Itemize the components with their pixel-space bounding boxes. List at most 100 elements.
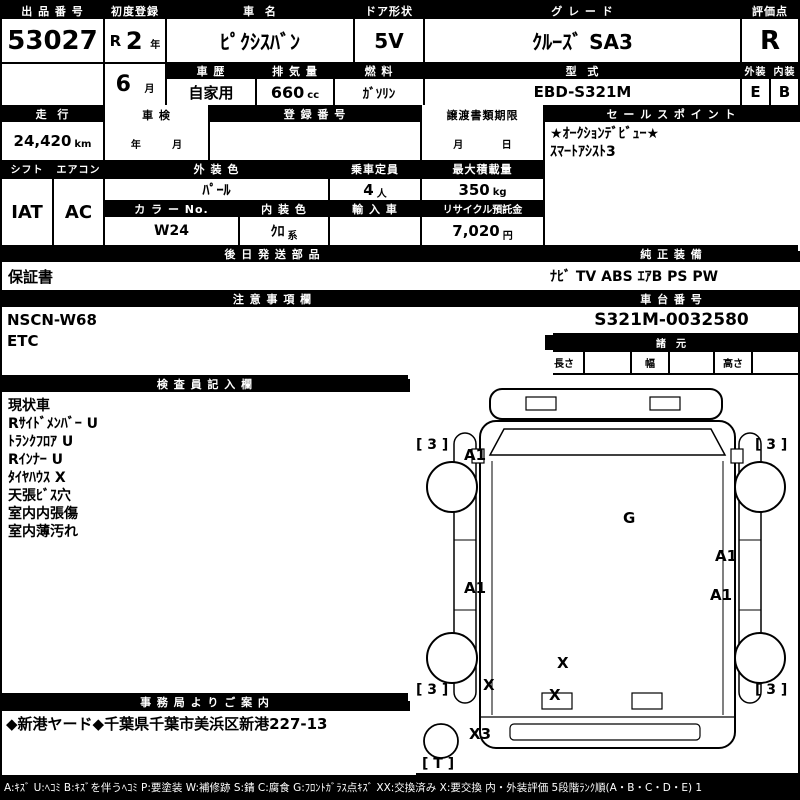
- import-label: 輸 入 車: [330, 200, 420, 217]
- exterior-score-label: 外装: [742, 62, 769, 79]
- fuel-value: ｶﾞｿﾘﾝ: [362, 86, 396, 102]
- shaken-month-unit: 月: [172, 140, 183, 151]
- fuel-cell: ｶﾞｿﾘﾝ: [335, 79, 423, 105]
- color-no-label: カ ラ ー No.: [105, 200, 238, 217]
- damage-mark: X: [557, 654, 569, 672]
- displacement-label: 排 気 量: [257, 62, 333, 79]
- displacement-cell: 660 cc: [257, 79, 333, 105]
- inspector-line: ﾄﾗﾝｸﾌﾛｱ U: [8, 434, 74, 450]
- shaken-cell: 車 検 年 月: [105, 105, 208, 160]
- score-value: R: [759, 25, 781, 56]
- model-value: EBD-S321M: [533, 83, 632, 101]
- later-shipping-label: 後 日 発 送 部 品: [2, 245, 543, 262]
- aircon-cell: AC: [54, 179, 103, 245]
- width-value-cell: [670, 352, 713, 373]
- first-reg-year-cell: R 2 年: [105, 19, 165, 62]
- height-label-cell: 高さ: [715, 352, 751, 373]
- capacity-value: 4: [363, 180, 374, 199]
- tire-mark: [ 3 ]: [416, 682, 449, 698]
- inspector-line: 現状車: [8, 398, 50, 414]
- history-cell: 自家用: [167, 79, 255, 105]
- aircon-value: AC: [64, 201, 93, 223]
- length-value-cell: [585, 352, 630, 373]
- auction-no-empty-cell: [2, 64, 103, 105]
- sales-point-line: ★ｵｰｸｼｮﾝﾃﾞﾋﾞｭｰ★: [550, 126, 660, 142]
- auction-no-value: 53027: [7, 25, 98, 56]
- later-shipping-cell: 保証書: [2, 262, 549, 290]
- exterior-color-label: 外 装 色: [105, 160, 328, 177]
- inspector-line: 室内内張傷: [8, 506, 78, 522]
- interior-color-label: 内 装 色: [240, 200, 328, 217]
- reg-no-cell: [210, 122, 420, 160]
- shift-label: シフト: [2, 160, 52, 177]
- damage-mark: X: [483, 676, 495, 694]
- damage-mark: A1: [710, 586, 733, 604]
- legend-text: A:ｷｽﾞ U:ﾍｺﾐ B:ｷｽﾞを伴うﾍｺﾐ P:要塗装 W:補修跡 S:錆 …: [4, 782, 703, 794]
- first-reg-year: 2: [125, 26, 143, 55]
- auction-no-cell: 53027: [2, 19, 103, 62]
- car-name-label: 車 名: [167, 2, 353, 19]
- tire-mark: [ 3 ]: [416, 437, 449, 453]
- first-reg-label: 初度登録: [105, 2, 165, 19]
- import-cell: [330, 217, 420, 245]
- office-value: ◆新港ヤード◆千葉県千葉市美浜区新港227-13: [6, 715, 328, 733]
- tire-mark: [ 3 ]: [755, 682, 788, 698]
- caution-line: NSCN-W68: [7, 311, 97, 329]
- model-cell: EBD-S321M: [425, 79, 740, 105]
- chassis-no-cell: S321M-0032580: [545, 307, 798, 333]
- shaken-label: 車 検: [142, 109, 171, 122]
- grade-label: グ レ ー ド: [425, 2, 740, 19]
- recycle-cell: 7,020 円: [422, 217, 543, 245]
- capacity-label: 乗車定員: [330, 160, 420, 177]
- aircon-label: エアコン: [54, 160, 103, 177]
- car-name-value: ﾋﾟｸｼｽﾊﾞﾝ: [220, 30, 300, 54]
- door-shape-cell: 5V: [355, 19, 423, 62]
- office-label: 事 務 局 よ り ご 案 内: [2, 693, 408, 711]
- width-label-cell: 幅: [632, 352, 668, 373]
- exterior-score-cell: E: [742, 79, 769, 105]
- damage-mark: X: [549, 686, 561, 704]
- length-label: 長さ: [554, 359, 574, 370]
- first-reg-year-unit: 年: [150, 40, 161, 51]
- length-label-cell: 長さ: [545, 352, 583, 373]
- door-shape-label: ドア形状: [355, 2, 423, 19]
- sales-point-label: セ ー ル ス ポ イ ン ト: [545, 105, 798, 122]
- chassis-no-value: S321M-0032580: [594, 310, 749, 330]
- max-load-unit: kg: [492, 187, 507, 198]
- capacity-unit: 人: [376, 189, 387, 200]
- shift-cell: IAT: [2, 179, 52, 245]
- history-label: 車 歴: [167, 62, 255, 79]
- recycle-value: 7,020: [452, 222, 500, 240]
- auction-no-label: 出 品 番 号: [2, 2, 103, 19]
- damage-mark: G: [623, 509, 636, 527]
- shaken-year-unit: 年: [130, 140, 141, 151]
- exterior-color-value: ﾊﾟｰﾙ: [202, 182, 231, 199]
- color-no-cell: W24: [105, 217, 238, 245]
- color-no-value: W24: [154, 223, 189, 239]
- car-name-cell: ﾋﾟｸｼｽﾊﾞﾝ: [167, 19, 353, 62]
- mileage-value: 24,420: [13, 132, 72, 150]
- exterior-score-value: E: [750, 83, 761, 101]
- tire-mark: [ 3 ]: [755, 437, 788, 453]
- capacity-cell: 4 人: [330, 179, 420, 200]
- recycle-unit: 円: [502, 230, 513, 242]
- score-label: 評価点: [742, 2, 798, 19]
- inspector-label: 検 査 員 記 入 欄: [2, 375, 408, 392]
- inspector-line: ﾀｲﾔﾊｳｽ X: [8, 470, 66, 486]
- first-reg-month: 6: [115, 72, 131, 97]
- shift-value: IAT: [11, 201, 43, 223]
- damage-mark: A1: [715, 547, 738, 565]
- damage-mark: A1: [464, 579, 487, 597]
- cautions-label: 注 意 事 項 欄: [2, 290, 543, 307]
- mileage-label: 走 行: [2, 105, 103, 122]
- model-label: 型 式: [425, 62, 740, 79]
- sales-point-cell: ★ｵｰｸｼｮﾝﾃﾞﾋﾞｭｰ★ ｽﾏｰﾄｱｼｽﾄ3: [545, 122, 800, 251]
- displacement-unit: cc: [307, 89, 320, 101]
- history-value: 自家用: [188, 83, 234, 102]
- transfer-deadline-cell: 譲渡書類期限 月 日: [422, 105, 543, 160]
- fuel-label: 燃 料: [335, 62, 423, 79]
- reg-no-label: 登 録 番 号: [210, 105, 420, 122]
- damage-mark: A1: [464, 446, 487, 464]
- damage-mark: X3: [469, 725, 492, 743]
- interior-color-suffix: 系: [287, 230, 298, 242]
